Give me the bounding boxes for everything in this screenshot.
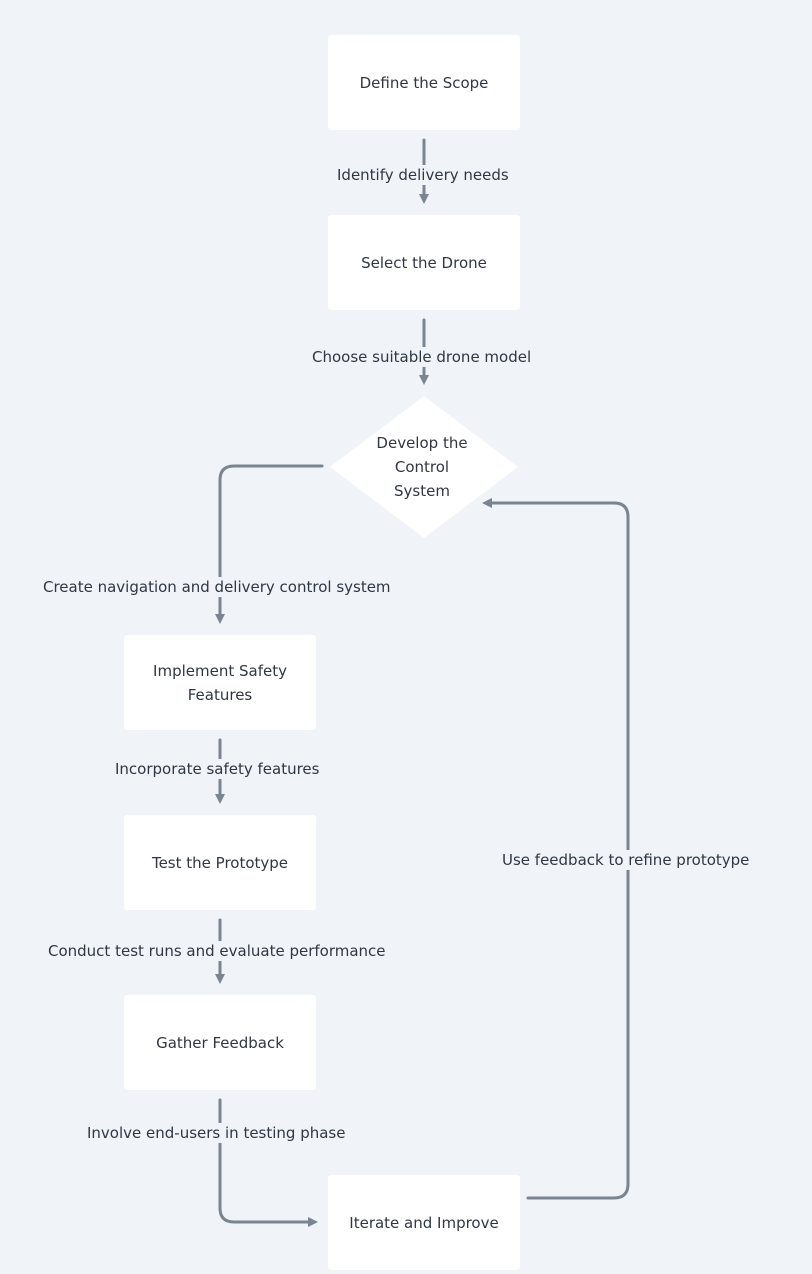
edge-label-use-feedback: Use feedback to refine prototype [500, 850, 752, 870]
edge-involve-users [218, 1098, 318, 1227]
edge-label-create-navigation: Create navigation and delivery control s… [41, 577, 393, 597]
node-develop-control[interactable]: Develop the Control System [366, 418, 478, 516]
node-test-prototype[interactable]: Test the Prototype [124, 815, 316, 910]
node-develop-control-label: Develop the Control System [376, 434, 468, 500]
node-implement-safety-label: Implement Safety Features [153, 661, 287, 704]
node-select-drone-label: Select the Drone [361, 253, 487, 272]
node-select-drone[interactable]: Select the Drone [328, 215, 520, 310]
edge-label-incorporate-safety: Incorporate safety features [113, 759, 322, 779]
node-define-scope[interactable]: Define the Scope [328, 35, 520, 130]
decision-diamond [330, 396, 518, 538]
node-define-scope-label: Define the Scope [359, 73, 489, 92]
node-iterate-improve[interactable]: Iterate and Improve [328, 1175, 520, 1270]
edge-create-navigation [215, 464, 324, 624]
node-gather-feedback[interactable]: Gather Feedback [124, 995, 316, 1090]
node-test-prototype-label: Test the Prototype [151, 853, 289, 872]
edge-label-conduct-tests: Conduct test runs and evaluate performan… [46, 941, 388, 961]
node-implement-safety[interactable]: Implement Safety Features [124, 635, 316, 730]
edge-label-involve-users: Involve end-users in testing phase [85, 1123, 348, 1143]
node-gather-feedback-label: Gather Feedback [156, 1033, 284, 1052]
node-iterate-improve-label: Iterate and Improve [349, 1213, 499, 1232]
edge-label-choose-model: Choose suitable drone model [310, 347, 534, 367]
edge-label-identify-needs: Identify delivery needs [335, 165, 511, 185]
